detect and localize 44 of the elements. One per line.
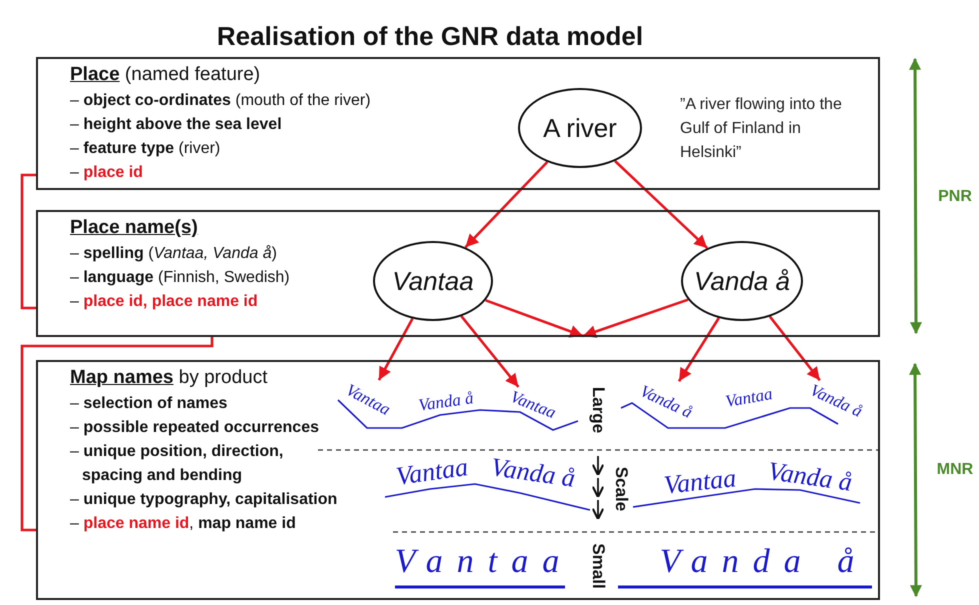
node-label: Vantaa [392, 266, 474, 296]
arrow [582, 298, 688, 338]
list-item: – object co-ordinates (mouth of the river) [70, 91, 371, 111]
list-item: – unique typography, capitalisation [70, 490, 338, 510]
list-item: – spelling (Vantaa, Vanda å) [70, 244, 277, 264]
section-heading: Place (named feature) [70, 63, 262, 87]
map-name-label: Vanda å [806, 380, 866, 422]
range-label: MNR [936, 461, 974, 479]
section-panel [36, 57, 880, 190]
list-item: – height above the sea level [70, 115, 282, 135]
list-item: – place name id, map name id [70, 514, 296, 534]
list-item: – place id [70, 163, 143, 183]
arrow [614, 160, 708, 250]
connector-line [20, 337, 214, 532]
description-text: ”A river flowing into the Gulf of Finland in Helsinki” [680, 95, 843, 163]
list-item: – possible repeated occurrences [70, 418, 319, 438]
diagram-title: Realisation of the GNR data model [216, 20, 644, 52]
map-name-label: Vantaa [662, 463, 738, 501]
map-name-label: Vantaa [724, 384, 774, 412]
map-name-label: Vanda å [417, 388, 475, 416]
connector-line [20, 174, 36, 310]
range-label: PNR [938, 188, 972, 206]
section-panel [36, 360, 880, 600]
arrow [678, 317, 720, 382]
list-item: – place id, place name id [70, 292, 258, 312]
arrow [460, 315, 520, 388]
list-item: – language (Finnish, Swedish) [70, 268, 290, 288]
arrow [464, 161, 548, 248]
map-name-label: Vanda å [660, 543, 868, 581]
map-name-label: Vanda å [766, 456, 854, 498]
list-item: – selection of names [70, 394, 228, 414]
arrow [485, 299, 584, 338]
arrow [768, 316, 821, 382]
map-name-label: Vanda å [636, 381, 696, 423]
map-name-label: Vantaa [394, 452, 470, 492]
map-name-label: Vantaa [394, 543, 574, 581]
list-item: – feature type (river) [70, 139, 220, 159]
map-name-label: Vantaa [507, 386, 559, 424]
scale-label: Large [589, 386, 607, 434]
section-heading: Place name(s) [70, 216, 199, 240]
section-panel [36, 210, 880, 337]
node-label: A river [543, 112, 617, 144]
node-label: Vanda å [694, 266, 790, 296]
map-name-label: Vanda å [489, 452, 577, 494]
